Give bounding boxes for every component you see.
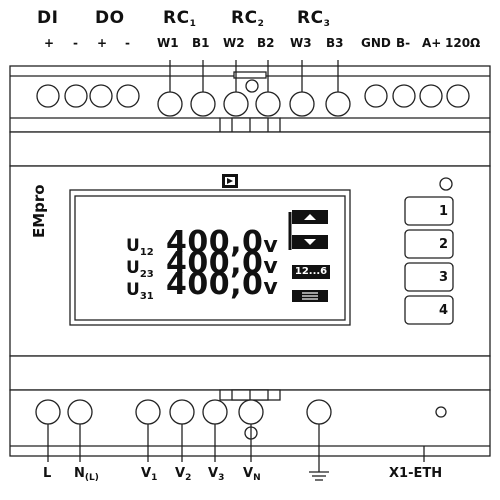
- pin-label-b2: B2: [257, 36, 275, 50]
- top-lead-lines: [169, 60, 339, 92]
- screw-do-plus[interactable]: [89, 84, 113, 108]
- pin-label-di-plus: +: [44, 36, 55, 50]
- group-label-di: DI: [37, 8, 59, 28]
- group-label-rc2: RC2: [231, 8, 265, 29]
- group-label-rc3: RC3: [297, 8, 331, 29]
- page-indicator: 12...6: [292, 265, 330, 279]
- screw-b-minus[interactable]: [392, 84, 416, 108]
- screw-v1[interactable]: [135, 399, 161, 425]
- screw-w1[interactable]: [157, 91, 183, 117]
- pin-label-di-minus: -: [73, 36, 78, 50]
- pin-label-w3: W3: [290, 36, 312, 50]
- display-row-2-value: 400,0v: [166, 246, 279, 281]
- pin-label-w1: W1: [157, 36, 179, 50]
- screw-gnd[interactable]: [364, 84, 388, 108]
- terminal-label-v1: V1: [141, 466, 158, 483]
- ground-symbol-icon: [309, 471, 329, 481]
- phoenix-contact-logo-icon: [222, 174, 238, 188]
- screw-120-ohm[interactable]: [446, 84, 470, 108]
- screw-b3[interactable]: [325, 91, 351, 117]
- group-label-do: DO: [95, 8, 125, 28]
- display-row-3-label: U31: [126, 280, 154, 302]
- brand-label: EMpro: [30, 184, 48, 238]
- top-screws: [36, 79, 470, 117]
- side-button-3-label: 3: [438, 270, 448, 285]
- pin-label-w2: W2: [223, 36, 245, 50]
- upper-shoulder: [9, 131, 491, 167]
- display-row-1-value: 400,0v: [166, 225, 279, 260]
- terminal-label-v3: V3: [208, 466, 225, 483]
- side-button-4-label: 4: [438, 303, 448, 318]
- screw-v3[interactable]: [202, 399, 228, 425]
- side-button-2-label: 2: [438, 237, 448, 252]
- display-nav: [288, 210, 328, 302]
- terminal-label-x1-eth: X1-ETH: [389, 466, 443, 481]
- screw-vn[interactable]: [238, 399, 264, 425]
- terminal-label-vn: VN: [243, 466, 261, 483]
- top-seal-hole: [245, 79, 259, 93]
- screw-do-minus[interactable]: [116, 84, 140, 108]
- front-housing: [9, 131, 491, 391]
- display-row-3-value: 400,0v: [166, 267, 279, 302]
- display-row-1-label: U12: [126, 236, 154, 258]
- pin-label-do-plus: +: [97, 36, 108, 50]
- terminal-label-n: N(L): [74, 466, 99, 483]
- screw-w3[interactable]: [289, 91, 315, 117]
- side-button-1-label: 1: [438, 204, 448, 219]
- lower-shoulder: [9, 355, 491, 391]
- screw-w2[interactable]: [223, 91, 249, 117]
- side-button-4[interactable]: [404, 295, 454, 325]
- group-label-rc1: RC1: [163, 8, 197, 29]
- screw-a-plus[interactable]: [419, 84, 443, 108]
- display-row-2-label: U23: [126, 258, 154, 280]
- pin-label-do-minus: -: [125, 36, 130, 50]
- bottom-lead-lines: [47, 424, 425, 472]
- side-button-1[interactable]: [404, 196, 454, 226]
- screw-v2[interactable]: [169, 399, 195, 425]
- pin-label-120-ohm: 120Ω: [445, 36, 481, 50]
- screw-ground[interactable]: [306, 399, 332, 425]
- side-buttons: [404, 196, 454, 325]
- screw-di-minus[interactable]: [64, 84, 88, 108]
- terminal-label-v2: V2: [175, 466, 192, 483]
- pin-label-gnd: GND: [361, 36, 391, 50]
- screw-b2[interactable]: [255, 91, 281, 117]
- screw-n[interactable]: [67, 399, 93, 425]
- status-led: [439, 177, 453, 191]
- ethernet-led: [435, 406, 447, 418]
- screw-di-plus[interactable]: [36, 84, 60, 108]
- side-button-2[interactable]: [404, 229, 454, 259]
- pin-label-b3: B3: [326, 36, 344, 50]
- terminal-label-l: L: [43, 466, 52, 481]
- screw-b1[interactable]: [190, 91, 216, 117]
- pin-label-b1: B1: [192, 36, 210, 50]
- side-button-3[interactable]: [404, 262, 454, 292]
- pin-label-a-plus: A+: [422, 36, 442, 50]
- screw-l[interactable]: [35, 399, 61, 425]
- pin-label-b-minus: B-: [396, 36, 411, 50]
